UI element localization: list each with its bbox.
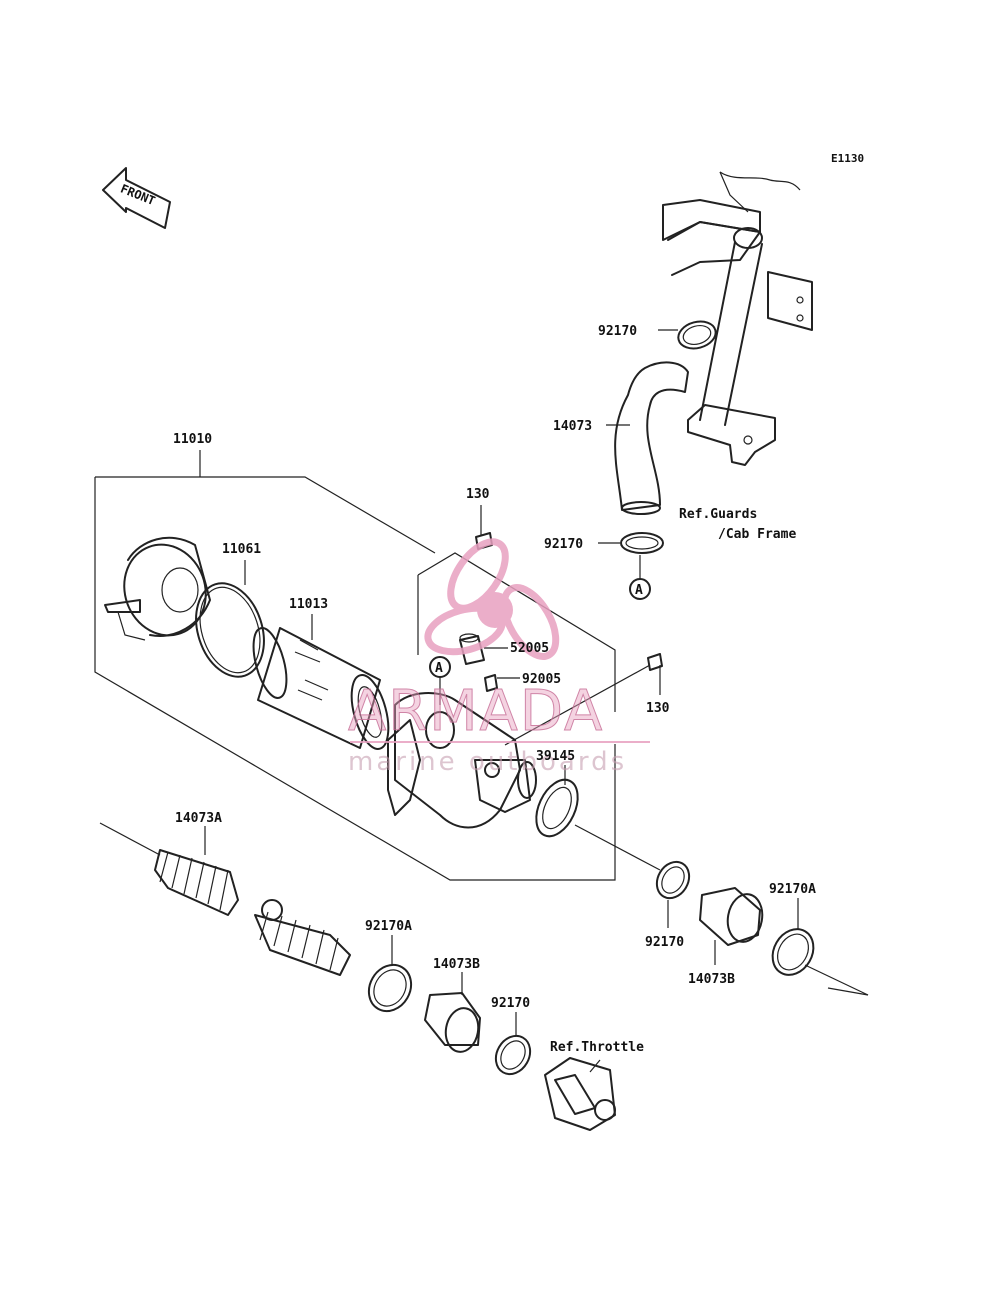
propeller-icon <box>424 538 560 660</box>
cab-frame-structure <box>662 171 813 466</box>
clamp-92170-right <box>655 860 691 900</box>
clamp-92170-mid <box>620 532 664 554</box>
clamp-92170-bottom <box>494 1034 532 1076</box>
cap-52005 <box>459 635 485 665</box>
hose-14073 <box>614 361 689 511</box>
label-14073b-left: 14073B <box>433 957 480 972</box>
throttle-body <box>544 1057 616 1131</box>
o-ring-11061 <box>195 582 265 678</box>
label-14073b-right: 14073B <box>688 972 735 987</box>
watermark-tagline: marine outboards <box>348 747 627 777</box>
label-11061: 11061 <box>222 542 261 557</box>
callout-a-mid-text: A <box>435 661 443 676</box>
callout-a-top-text: A <box>635 583 643 598</box>
label-92170-mid: 92170 <box>544 537 583 552</box>
label-130-top: 130 <box>466 487 490 502</box>
boot-14073b-right <box>699 887 764 965</box>
label-92170-right: 92170 <box>645 935 684 950</box>
label-92005: 92005 <box>522 672 561 687</box>
diagram-code: E1130 <box>831 152 864 165</box>
label-11010: 11010 <box>173 432 212 447</box>
label-14073: 14073 <box>553 419 592 434</box>
label-92170a-right: 92170A <box>769 882 816 897</box>
front-arrow-icon: FRONT <box>102 167 171 229</box>
air-box-housing <box>387 692 537 829</box>
label-39145: 39145 <box>536 749 575 764</box>
hose-14073a-lower <box>254 899 351 976</box>
filter-element-11013 <box>252 627 390 750</box>
label-11013: 11013 <box>289 597 328 612</box>
watermark-logo: ARMADA marine outboards <box>348 538 650 777</box>
label-52005: 52005 <box>510 641 549 656</box>
label-ref-guards: Ref.Guards <box>679 507 757 522</box>
clamp-92170a-right <box>771 928 815 976</box>
watermark-brand: ARMADA <box>348 679 604 744</box>
air-cleaner-cover <box>104 536 211 641</box>
label-92170a-left: 92170A <box>365 919 412 934</box>
label-92170-top: 92170 <box>598 324 637 339</box>
clamp-92170a-left <box>367 963 413 1013</box>
clamp-92170-upper <box>677 320 717 350</box>
label-92170-bottom: 92170 <box>491 996 530 1011</box>
boot-14073b-left <box>424 972 481 1053</box>
fitting-92005 <box>484 674 498 692</box>
label-ref-cab-frame: /Cab Frame <box>718 527 796 542</box>
hose-14073a-upper <box>99 822 239 916</box>
group-bracket-11010 <box>94 450 616 881</box>
label-130-right: 130 <box>646 701 670 716</box>
label-ref-throttle: Ref.Throttle <box>550 1040 644 1055</box>
label-14073a: 14073A <box>175 811 222 826</box>
seal-39145 <box>535 778 579 838</box>
